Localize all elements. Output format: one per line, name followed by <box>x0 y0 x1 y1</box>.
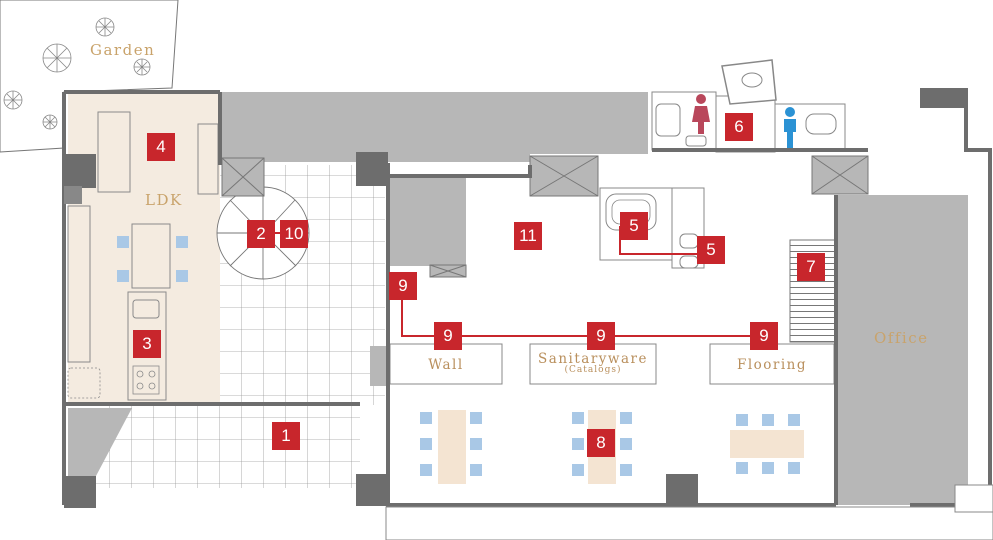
marker-9-b[interactable]: 9 <box>434 322 462 350</box>
marker-4[interactable]: 4 <box>147 133 175 161</box>
marker-3[interactable]: 3 <box>133 330 161 358</box>
display-panels <box>389 343 835 385</box>
room-label-garden: Garden <box>90 41 156 59</box>
tiled-entry-floor <box>90 404 360 488</box>
display-label-wall: Wall <box>390 357 502 373</box>
ldk-chairs <box>117 236 188 282</box>
display-label-flooring: Flooring <box>710 357 834 373</box>
display-label-sanitaryware: Sanitaryware(Catalogs) <box>530 351 656 375</box>
marker-5-bath[interactable]: 5 <box>620 212 648 240</box>
marker-11[interactable]: 11 <box>514 222 542 250</box>
garden-plants <box>3 17 151 130</box>
office-step <box>954 484 993 513</box>
storage-boxes <box>221 155 869 278</box>
display-label-sanitaryware-text: Sanitaryware <box>538 351 648 367</box>
ldk-island <box>131 223 171 289</box>
display-label-flooring-text: Flooring <box>736 357 808 373</box>
ldk-sink <box>132 299 160 319</box>
marker-7[interactable]: 7 <box>797 253 825 281</box>
balcony <box>385 506 993 540</box>
marker-9-c[interactable]: 9 <box>587 322 615 350</box>
marker-9-d[interactable]: 9 <box>750 322 778 350</box>
ldk-counter <box>97 111 131 193</box>
ldk-kitchen-counter <box>127 291 167 401</box>
marker-1[interactable]: 1 <box>272 422 300 450</box>
stove-icon <box>132 365 160 395</box>
marker-6[interactable]: 6 <box>725 113 753 141</box>
room-label-office: Office <box>874 329 929 347</box>
wall-columns <box>64 88 968 508</box>
room-label-ldk: LDK <box>145 191 183 209</box>
female-restroom-icon <box>692 94 710 134</box>
restroom-booth <box>721 59 777 105</box>
ldk-long-counter <box>67 205 91 363</box>
marker-9-a[interactable]: 9 <box>389 272 417 300</box>
display-label-wall-text: Wall <box>428 357 464 373</box>
display-label-sanitaryware-sub: (Catalogs) <box>564 365 622 375</box>
male-restroom-icon <box>784 107 796 148</box>
showroom-chairs <box>420 412 800 476</box>
marker-10[interactable]: 10 <box>280 220 308 248</box>
marker-2[interactable]: 2 <box>247 220 275 248</box>
marker-5-toilet[interactable]: 5 <box>697 236 725 264</box>
marker-8[interactable]: 8 <box>587 429 615 457</box>
shaded-areas <box>68 92 968 505</box>
ldk-storage <box>67 367 101 399</box>
